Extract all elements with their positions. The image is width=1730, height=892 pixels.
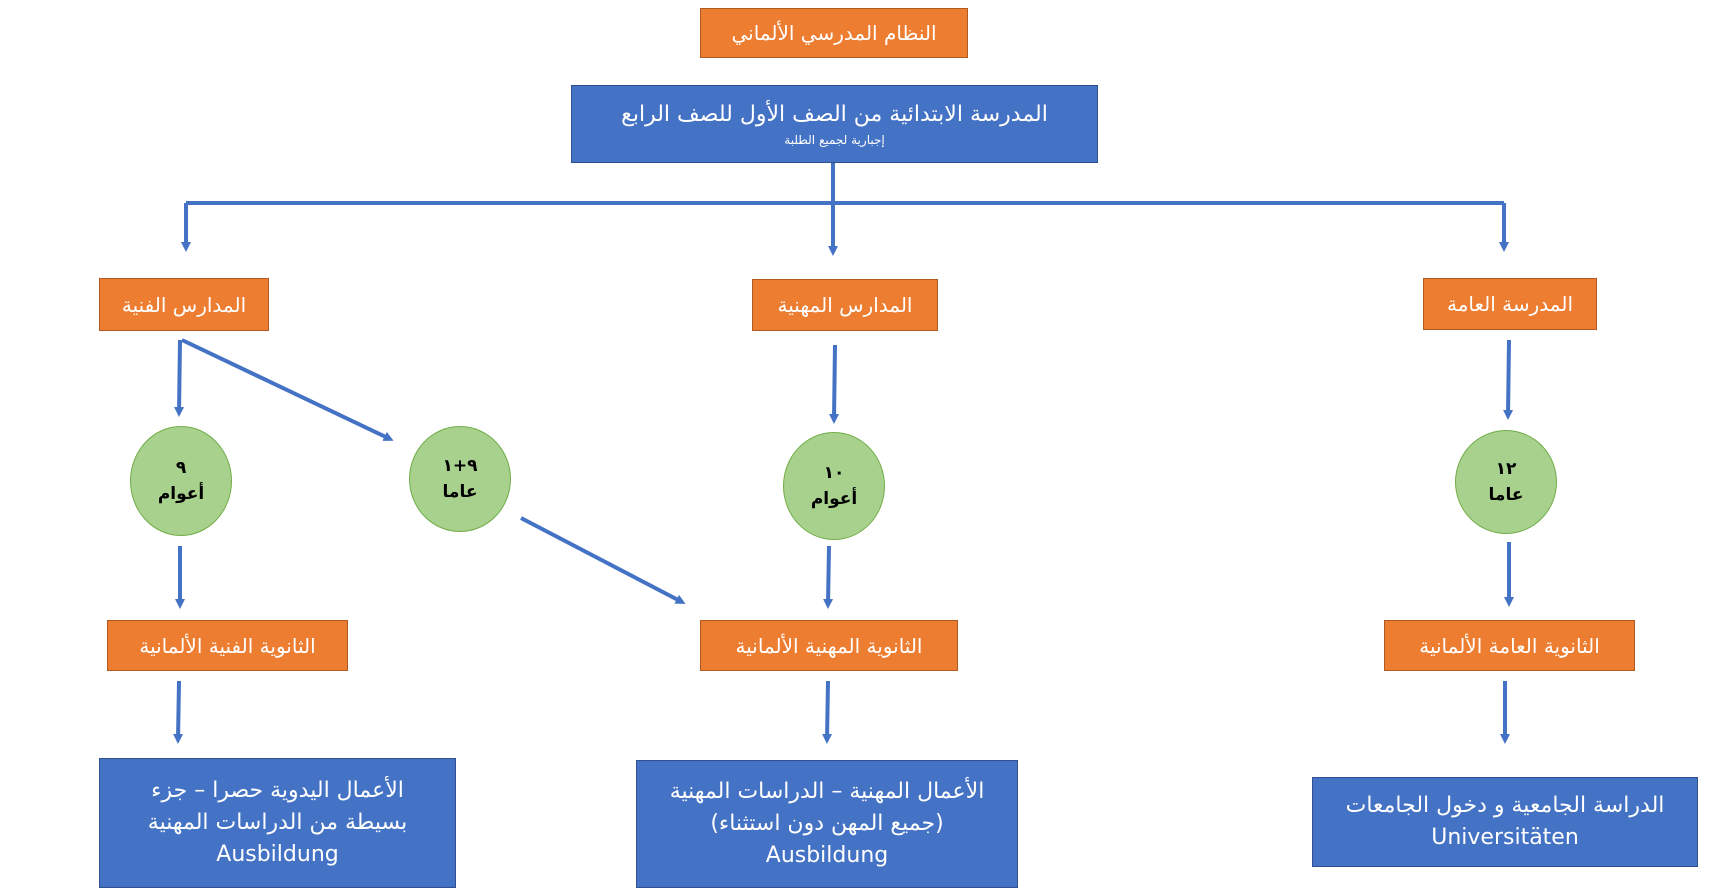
duration-unit: أعوام bbox=[157, 484, 205, 504]
arrow-9plus1-to-vocational-secondary bbox=[520, 516, 686, 604]
primary-school-note: إجبارية لجميع الطلبة bbox=[784, 133, 885, 147]
duration-number: ١٠ bbox=[823, 463, 845, 483]
general-school-label: المدرسة العامة bbox=[1446, 292, 1574, 316]
duration-number: ٩ bbox=[175, 458, 187, 478]
arrow-technical-to-9plus1 bbox=[181, 338, 394, 441]
technical-secondary-label: الثانوية الفنية الألمانية bbox=[139, 633, 316, 658]
arrow-technical-secondary-to-outcome bbox=[173, 680, 184, 744]
primary-school-box: المدرسة الابتدائية من الصف الأول للصف ال… bbox=[571, 85, 1098, 163]
vocational-secondary-label: الثانوية المهنية الألمانية bbox=[735, 633, 923, 658]
primary-school-title: المدرسة الابتدائية من الصف الأول للصف ال… bbox=[621, 102, 1048, 127]
technical-outcome-line1: الأعمال اليدوية حصرا – جزء bbox=[151, 778, 404, 803]
duration-unit: أعوام bbox=[810, 489, 858, 509]
arrow-10-to-vocational-secondary bbox=[823, 545, 834, 609]
vocational-outcome-line1: الأعمال المهنية – الدراسات المهنية bbox=[669, 779, 985, 804]
technical-outcome-line2: بسيطة من الدراسات المهنية bbox=[147, 810, 408, 835]
vocational-schools-label: المدارس المهنية bbox=[777, 293, 913, 317]
vocational-outcome-line3: Ausbildung bbox=[765, 843, 889, 868]
arrow-technical-to-9 bbox=[174, 339, 185, 417]
technical-schools-label: المدارس الفنية bbox=[121, 292, 247, 317]
general-outcome-line1: الدراسة الجامعية و دخول الجامعات bbox=[1345, 793, 1665, 818]
technical-outcome-box: الأعمال اليدوية حصرا – جزء بسيطة من الدر… bbox=[99, 758, 456, 888]
duration-number: ١٢ bbox=[1495, 459, 1517, 479]
vocational-outcome-line2: (جميع المهن دون استثناء) bbox=[710, 811, 944, 836]
arrow-vocational-secondary-to-outcome bbox=[822, 680, 833, 744]
duration-circle-vocational-10: ١٠ أعوام bbox=[783, 432, 885, 540]
duration-circle-technical-9: ٩ أعوام bbox=[130, 426, 232, 536]
vocational-outcome-box: الأعمال المهنية – الدراسات المهنية (جميع… bbox=[636, 760, 1018, 888]
general-outcome-box: الدراسة الجامعية و دخول الجامعات Univers… bbox=[1312, 777, 1698, 867]
arrow-vocational-to-10 bbox=[829, 344, 840, 424]
title-text: النظام المدرسي الألماني bbox=[731, 21, 937, 45]
general-school-box: المدرسة العامة bbox=[1423, 278, 1597, 330]
duration-circle-general-12: ١٢ عاما bbox=[1455, 430, 1557, 534]
technical-secondary-box: الثانوية الفنية الألمانية bbox=[107, 620, 348, 671]
general-outcome-line2: Universitäten bbox=[1431, 825, 1579, 850]
technical-outcome-line3: Ausbildung bbox=[216, 842, 339, 867]
duration-unit: عاما bbox=[1488, 485, 1524, 505]
technical-schools-box: المدارس الفنية bbox=[99, 278, 269, 331]
duration-number: ٩+١ bbox=[442, 456, 478, 476]
arrow-general-to-12 bbox=[1503, 339, 1514, 420]
duration-unit: عاما bbox=[442, 482, 478, 502]
duration-circle-technical-9plus1: ٩+١ عاما bbox=[409, 426, 511, 532]
general-secondary-label: الثانوية العامة الألمانية bbox=[1419, 633, 1600, 658]
vocational-secondary-box: الثانوية المهنية الألمانية bbox=[700, 620, 958, 671]
vocational-schools-box: المدارس المهنية bbox=[752, 279, 938, 331]
title-box: النظام المدرسي الألماني bbox=[700, 8, 968, 58]
general-secondary-box: الثانوية العامة الألمانية bbox=[1384, 620, 1635, 671]
